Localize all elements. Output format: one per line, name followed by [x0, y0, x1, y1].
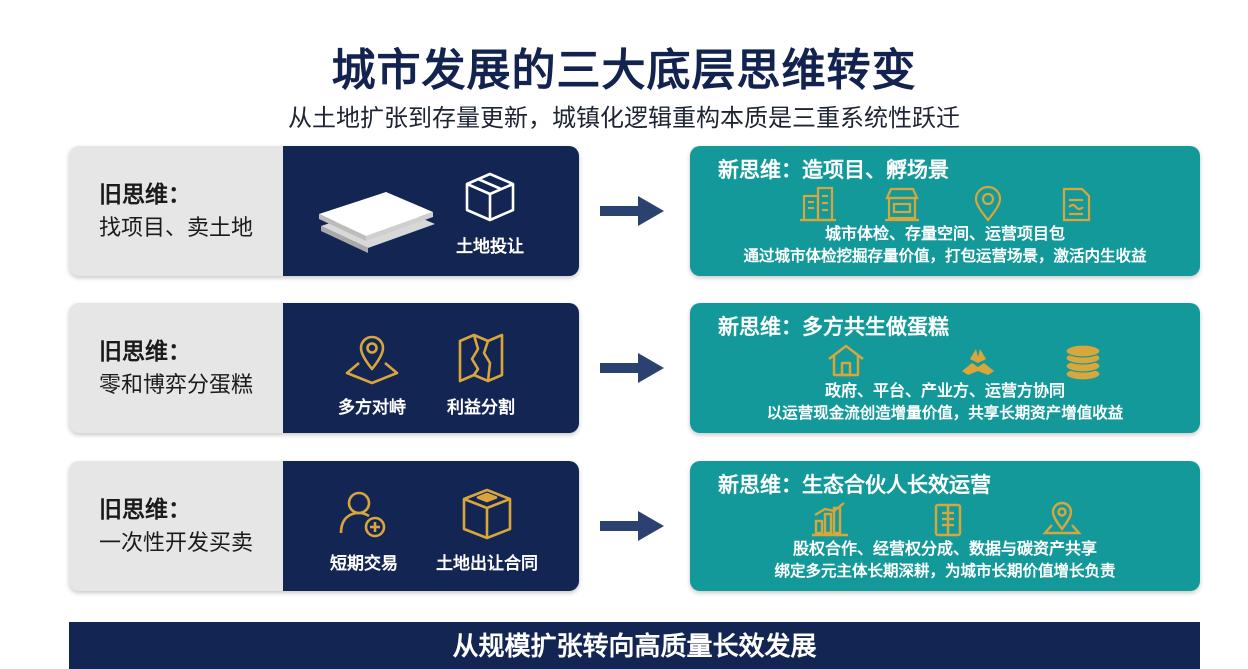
arrow-right-icon: [600, 511, 664, 541]
map-pin-icon: [345, 335, 399, 385]
new-thinking-card-1: 新思维：造项目、孵场景: [690, 146, 1200, 276]
old-item-label: 土地出让合同: [436, 554, 538, 574]
old-thinking-card-1: 旧思维： 找项目、卖土地 土地投让: [69, 146, 579, 276]
old-thinking-card-3: 旧思维： 一次性开发买卖 短期交易: [69, 461, 579, 591]
package-icon: [462, 488, 512, 540]
old-visual-panel-1: 土地投让: [283, 146, 579, 276]
person-add-icon: [339, 491, 386, 538]
icon-strip: [798, 184, 1098, 224]
old-thinking-label-1: 旧思维： 找项目、卖土地: [99, 178, 289, 246]
row-2: 旧思维： 零和博弈分蛋糕 多方对峙: [0, 303, 1248, 433]
old-heading: 旧思维：: [99, 339, 191, 365]
old-text: 一次性开发买卖: [99, 531, 254, 556]
old-text: 零和博弈分蛋糕: [99, 373, 254, 398]
page-subtitle: 从土地扩张到存量更新，城镇化逻辑重构本质是三重系统性跃迁: [288, 104, 960, 132]
new-thinking-title: 新思维：造项目、孵场景: [718, 158, 949, 182]
coin-stack-icon: [1065, 344, 1101, 381]
new-thinking-description: 通过城市体检挖掘存量价值，打包运营场景，激活内生收益: [743, 247, 1147, 265]
arrow-right-icon: [600, 196, 664, 226]
new-thinking-title: 新思维：生态合伙人长效运营: [718, 473, 991, 497]
icon-strip: [826, 341, 1106, 381]
shop-icon: [885, 187, 919, 222]
split-map-icon: [458, 333, 504, 383]
building-icon: [800, 186, 836, 222]
ledger-icon: [934, 503, 962, 537]
old-heading: 旧思维：: [99, 497, 191, 523]
new-thinking-description: 绑定多元主体长期深耕，为城市长期价值增长负责: [774, 562, 1116, 580]
old-item-3-1: 短期交易: [319, 485, 409, 574]
new-thinking-points: 股权合作、经营权分成、数据与碳资产共享: [792, 539, 1097, 558]
old-item-label: 短期交易: [330, 554, 398, 574]
old-item-2-2: 利益分割: [433, 329, 529, 418]
footer-banner: 从规模扩张转向高质量长效发展: [69, 622, 1200, 669]
arrow-right-icon: [600, 353, 664, 383]
new-thinking-title: 新思维：多方共生做蛋糕: [718, 315, 949, 339]
location-pin-icon: [974, 185, 1002, 222]
new-thinking-description: 以运营现金流创造增量价值，共享长期资产增值收益: [766, 404, 1124, 422]
document-icon: [1062, 187, 1091, 222]
old-heading: 旧思维：: [99, 182, 191, 208]
land-layers-icon: [319, 192, 435, 253]
handshake-icon: [962, 349, 994, 375]
old-thinking-label-2: 旧思维： 零和博弈分蛋糕: [99, 335, 289, 403]
old-item-label: 多方对峙: [338, 398, 406, 418]
old-item-label: 土地投让: [456, 237, 524, 257]
new-thinking-card-3: 新思维：生态合伙人长效运营: [690, 461, 1200, 591]
house-icon: [828, 344, 864, 377]
row-3: 旧思维： 一次性开发买卖 短期交易: [0, 461, 1248, 591]
old-item-3-2: 土地出让合同: [419, 485, 555, 574]
new-thinking-card-2: 新思维：多方共生做蛋糕: [690, 303, 1200, 433]
old-item-2-1: 多方对峙: [327, 329, 417, 418]
old-item-1-1: 土地投让: [443, 168, 537, 257]
box-icon: [465, 172, 515, 222]
old-thinking-card-2: 旧思维： 零和博弈分蛋糕 多方对峙: [69, 303, 579, 433]
new-thinking-points: 政府、平台、产业方、运营方协同: [824, 381, 1065, 400]
location-icon: [1042, 501, 1082, 535]
row-1: 旧思维： 找项目、卖土地 土地投让: [0, 146, 1248, 276]
old-text: 找项目、卖土地: [99, 216, 254, 241]
old-visual-panel-2: 多方对峙 利益分割: [283, 303, 579, 433]
old-item-label: 利益分割: [447, 398, 515, 418]
old-visual-panel-3: 短期交易 土地出让合同: [283, 461, 579, 591]
icon-strip: [810, 499, 1090, 539]
page-title: 城市发展的三大底层思维转变: [331, 45, 917, 96]
bar-chart-icon: [812, 502, 848, 537]
new-thinking-points: 城市体检、存量空间、运营项目包: [824, 224, 1065, 243]
old-thinking-label-3: 旧思维： 一次性开发买卖: [99, 493, 289, 561]
